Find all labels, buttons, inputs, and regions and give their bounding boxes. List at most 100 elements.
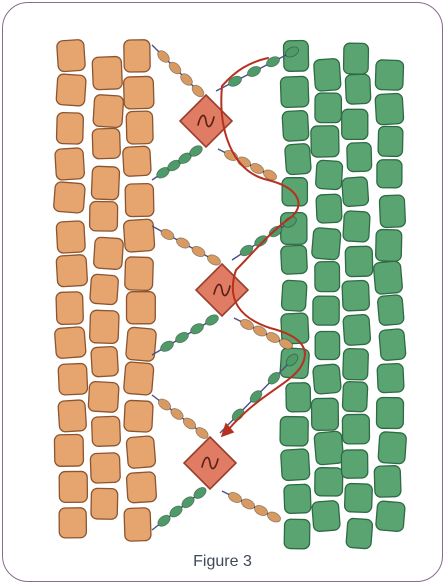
left-block: [91, 346, 119, 377]
left-block: [90, 274, 119, 305]
right-block: [282, 110, 309, 141]
left-block: [54, 434, 83, 466]
chain-bead: [265, 55, 282, 69]
chain-bead: [169, 406, 186, 422]
chain-bead: [175, 236, 192, 251]
left-block: [90, 453, 120, 484]
right-block: [342, 280, 370, 311]
left-block: [125, 327, 156, 362]
chain-bead: [159, 339, 176, 354]
left-block: [92, 56, 122, 90]
right-block: [280, 416, 308, 446]
right-block: [377, 363, 404, 393]
right-block: [375, 60, 403, 91]
right-block: [313, 58, 341, 91]
figure-caption: Figure 3: [0, 553, 445, 571]
right-block: [281, 245, 308, 274]
right-block: [374, 466, 401, 498]
left-block: [126, 472, 156, 503]
right-block: [342, 177, 369, 207]
right-block: [314, 431, 344, 465]
right-block: [315, 468, 343, 496]
chain-bead: [238, 243, 255, 258]
right-block: [311, 126, 339, 158]
left-block: [56, 292, 84, 325]
chain-bead: [253, 233, 270, 248]
right-block: [347, 142, 372, 171]
right-block: [315, 93, 342, 123]
right-block: [286, 383, 311, 412]
chain-bead: [265, 330, 282, 344]
left-block: [56, 254, 88, 286]
right-block: [311, 398, 338, 430]
left-block: [56, 221, 85, 254]
right-block: [379, 329, 406, 361]
left-block: [93, 94, 124, 127]
left-block: [123, 146, 152, 177]
right-block: [378, 126, 403, 156]
right-block: [281, 449, 310, 481]
left-block: [126, 111, 153, 144]
right-block: [379, 195, 405, 228]
right-block-wall: [280, 40, 407, 549]
left-block: [126, 436, 156, 469]
right-block: [343, 43, 368, 74]
right-block: [311, 227, 341, 260]
left-block: [56, 112, 83, 144]
left-block: [59, 508, 86, 538]
right-block: [285, 143, 312, 175]
left-block: [59, 471, 87, 502]
left-block: [124, 508, 151, 542]
left-block: [123, 362, 154, 396]
left-block: [92, 128, 120, 159]
right-block: [377, 295, 404, 326]
left-block: [91, 166, 119, 200]
left-block: [91, 416, 120, 446]
left-block: [89, 201, 117, 231]
chain-bead: [181, 416, 198, 432]
right-block: [315, 262, 340, 292]
left-block-wall: [53, 39, 156, 541]
right-block: [280, 76, 309, 107]
chain-bead: [156, 397, 173, 413]
left-block: [125, 184, 154, 217]
left-block: [124, 40, 150, 72]
right-block: [284, 519, 310, 549]
left-block: [89, 310, 119, 343]
right-block: [375, 501, 405, 532]
right-block: [343, 314, 371, 345]
left-block: [88, 381, 119, 412]
left-block: [57, 39, 86, 72]
right-block: [313, 296, 339, 325]
right-block: [345, 246, 373, 277]
left-block: [53, 182, 85, 214]
right-block: [342, 381, 368, 412]
chain-bead: [240, 497, 257, 511]
right-block: [341, 450, 367, 478]
left-block: [123, 76, 154, 109]
chain-bead: [253, 503, 270, 517]
chain-bead: [266, 510, 283, 524]
left-block: [124, 400, 153, 432]
left-block: [58, 400, 87, 432]
right-block: [312, 500, 341, 531]
right-block: [316, 194, 342, 223]
left-block: [54, 327, 86, 359]
chain-bead: [159, 227, 176, 242]
right-block: [342, 109, 368, 139]
right-block: [284, 484, 311, 513]
right-block: [376, 397, 403, 428]
chain-bead: [189, 321, 206, 336]
left-block: [56, 74, 86, 106]
chain-bead: [190, 244, 207, 259]
right-block: [373, 261, 403, 295]
chain-bead: [227, 74, 244, 88]
chain-bead: [204, 313, 221, 328]
chain-bead: [227, 490, 244, 504]
right-block: [346, 518, 373, 549]
right-block: [281, 280, 307, 312]
right-block: [376, 229, 402, 261]
right-block: [315, 160, 343, 190]
right-block: [377, 160, 402, 188]
